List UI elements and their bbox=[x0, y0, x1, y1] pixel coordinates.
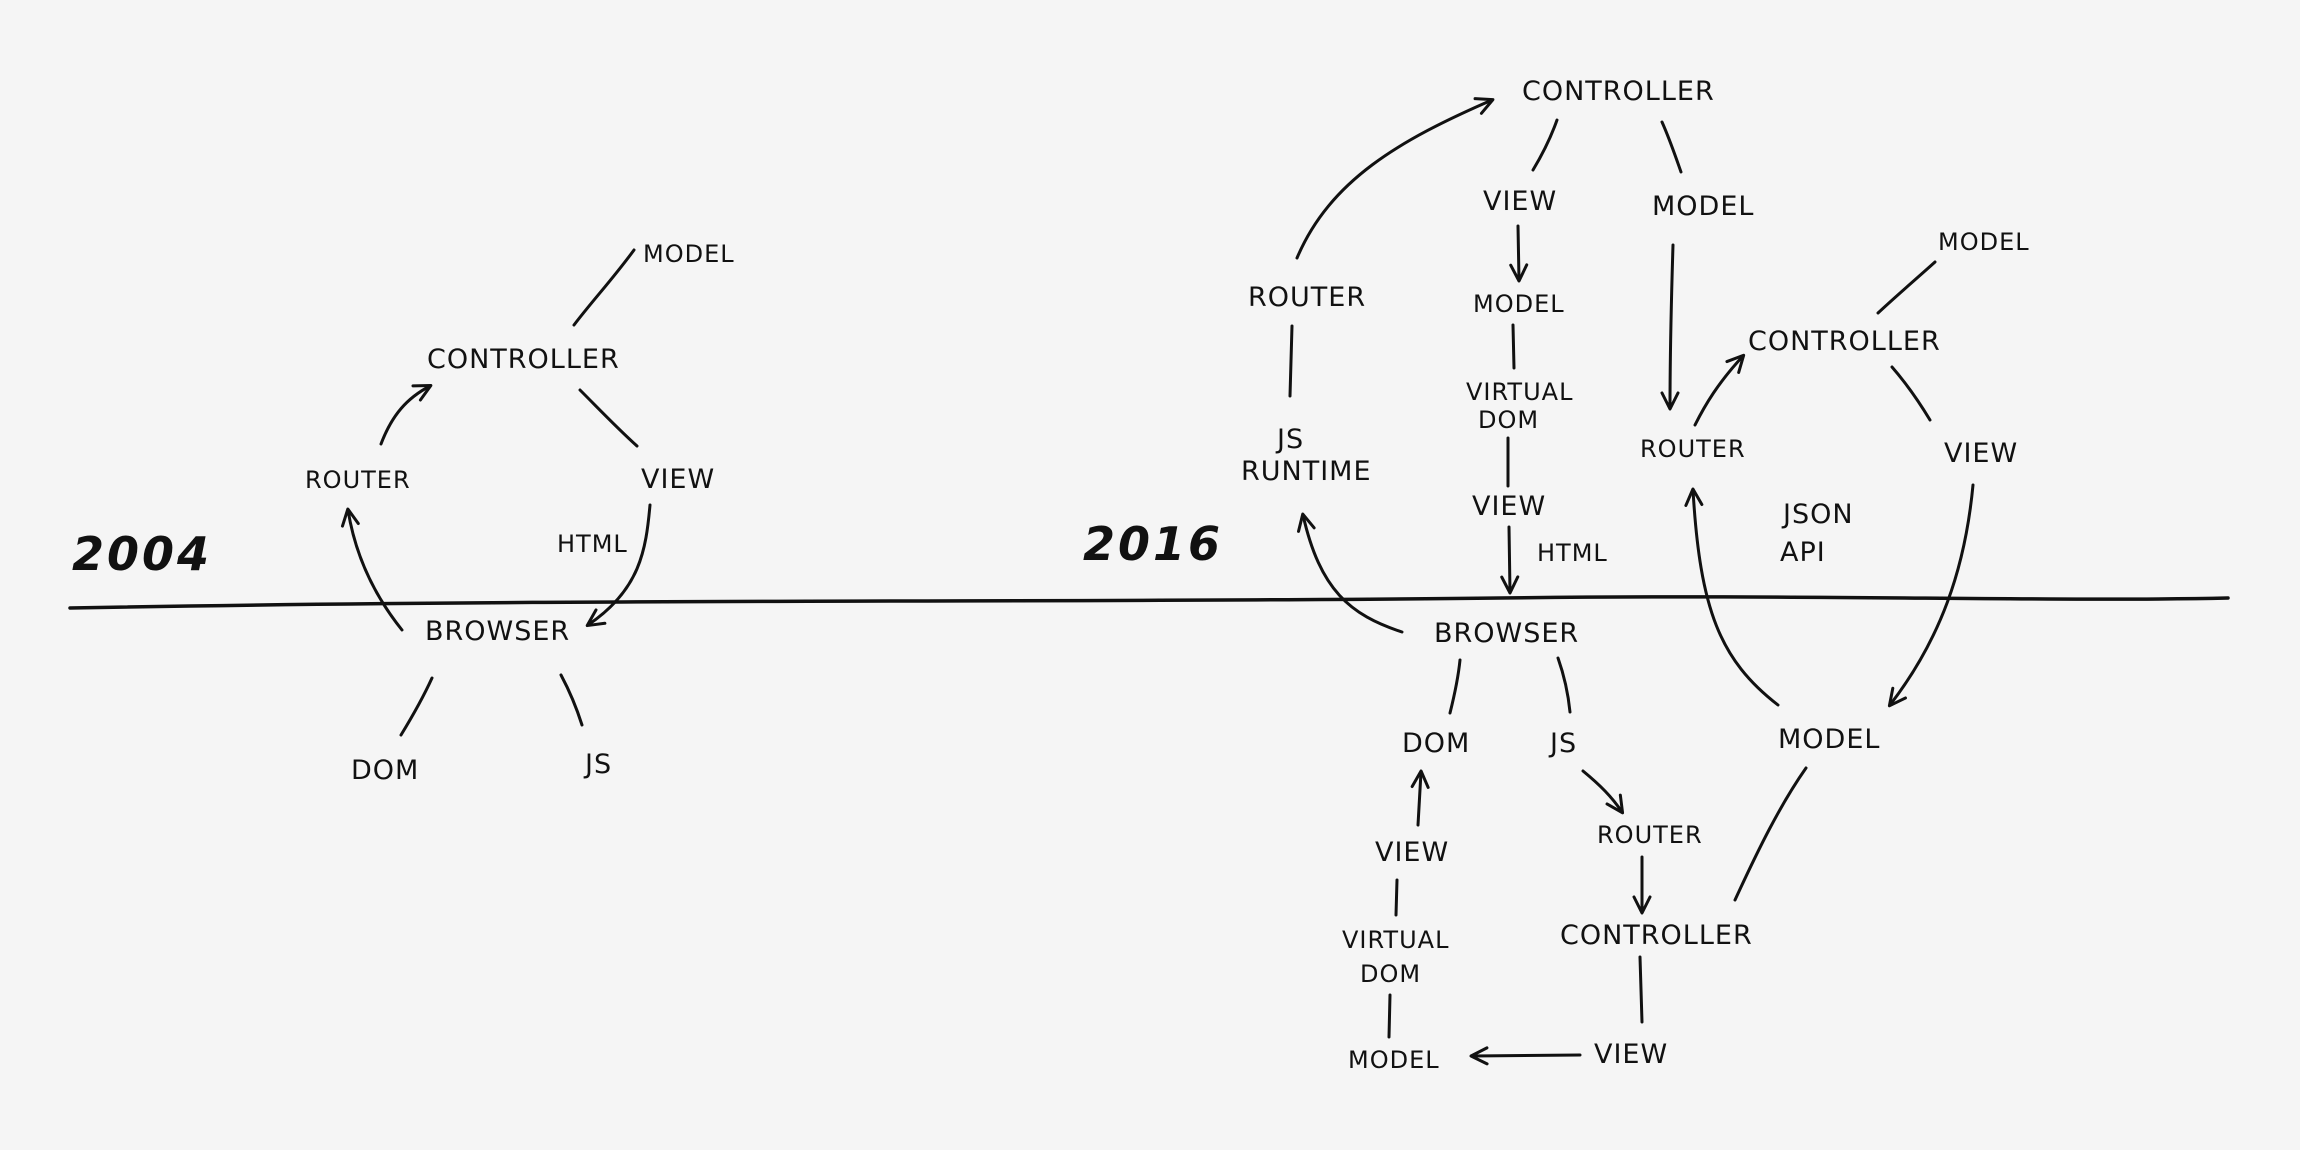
virtual-dom-bottom-line2: DOM bbox=[1360, 960, 1421, 988]
view-browser-arrow bbox=[585, 503, 652, 628]
virtual-dom-bottom-line1: VIRTUAL bbox=[1342, 926, 1449, 954]
browser-router-arrow bbox=[340, 507, 404, 632]
dom-2004-label: DOM bbox=[351, 755, 419, 786]
model-server-mid-label: MODEL bbox=[1473, 290, 1565, 318]
view-model-arrow bbox=[1509, 224, 1529, 283]
model-virtual-dom-connector bbox=[1511, 323, 1516, 370]
year-2004-label: 2004 bbox=[72, 527, 212, 581]
browser-dom-connector-2016 bbox=[1448, 658, 1462, 715]
js-2016-label: JS bbox=[1548, 728, 1577, 759]
html-2004-label: HTML bbox=[557, 530, 628, 558]
model-server-top-label: MODEL bbox=[1652, 191, 1754, 222]
router-controller-arrow-2016 bbox=[1295, 97, 1495, 260]
browser-js-connector bbox=[559, 673, 584, 727]
js-router-arrow bbox=[1581, 769, 1625, 815]
router-controller-arrow bbox=[379, 384, 433, 446]
js-runtime-line1: JS bbox=[1275, 424, 1304, 455]
view-2004-label: VIEW bbox=[641, 464, 715, 495]
browser-2016-label: BROWSER bbox=[1434, 618, 1579, 649]
view-model-arrow-bottom bbox=[1469, 1046, 1582, 1066]
view-server-label: VIEW bbox=[1483, 186, 1557, 217]
controller-view-connector-2016 bbox=[1531, 118, 1559, 172]
model-controller-connector bbox=[572, 248, 636, 327]
model-router-arrow bbox=[1660, 243, 1680, 411]
view-dom-label: VIEW bbox=[1375, 837, 1449, 868]
model-api-top-label: MODEL bbox=[1938, 228, 2030, 256]
model-controller-connector-bottom bbox=[1733, 766, 1808, 902]
view-browser-arrow-2016 bbox=[1500, 525, 1520, 595]
controller-api-label: CONTROLLER bbox=[1748, 326, 1941, 357]
controller-2004-label: CONTROLLER bbox=[427, 344, 620, 375]
json-api-line1: JSON bbox=[1781, 499, 1854, 530]
timeline-axis bbox=[68, 595, 2230, 610]
model-router-arrow-api bbox=[1684, 487, 1780, 707]
router-runtime-connector bbox=[1288, 324, 1294, 398]
router-2004-label: ROUTER bbox=[305, 466, 411, 494]
html-2016-label: HTML bbox=[1537, 539, 1608, 567]
router-controller-arrow-api bbox=[1693, 353, 1746, 427]
controller-view-connector bbox=[578, 388, 639, 448]
controller-model-connector-2016 bbox=[1660, 120, 1683, 174]
js-2004-label: JS bbox=[583, 749, 612, 780]
view-model-arrow-api bbox=[1887, 483, 1975, 708]
virtual-dom-server-line2: DOM bbox=[1478, 406, 1539, 434]
year-2016-label: 2016 bbox=[1083, 517, 1223, 571]
view-server-bottom-label: VIEW bbox=[1472, 491, 1546, 522]
router-client-label: ROUTER bbox=[1248, 282, 1366, 313]
browser-dom-connector bbox=[399, 676, 434, 737]
model-api-label: MODEL bbox=[1778, 724, 1880, 755]
controller-bottom-label: CONTROLLER bbox=[1560, 920, 1753, 951]
dom-2016-label: DOM bbox=[1402, 728, 1470, 759]
controller-view-connector-bottom bbox=[1638, 955, 1644, 1024]
controller-view-connector-api bbox=[1890, 365, 1932, 422]
virtual-dom-server-line1: VIRTUAL bbox=[1466, 378, 1573, 406]
controller-server-label: CONTROLLER bbox=[1522, 76, 1715, 107]
era-2004: 2004 MODEL CONTROLLER ROUTER VIEW HTML B… bbox=[72, 240, 735, 786]
browser-js-connector-2016 bbox=[1556, 656, 1572, 714]
view-bottom-label: VIEW bbox=[1594, 1039, 1668, 1070]
view-api-label: VIEW bbox=[1944, 438, 2018, 469]
js-runtime-line2: RUNTIME bbox=[1241, 456, 1372, 487]
browser-runtime-arrow bbox=[1297, 512, 1404, 634]
router-bottom-label: ROUTER bbox=[1597, 821, 1703, 849]
json-api-line2: API bbox=[1780, 537, 1826, 568]
model-2004-label: MODEL bbox=[643, 240, 735, 268]
router-api-label: ROUTER bbox=[1640, 435, 1746, 463]
browser-2004-label: BROWSER bbox=[425, 616, 570, 647]
view-dom-arrow bbox=[1410, 769, 1430, 827]
view-virtual-dom-connector bbox=[1394, 878, 1399, 917]
virtual-dom-model-connector bbox=[1387, 993, 1392, 1039]
model-top-controller-connector bbox=[1876, 260, 1937, 315]
era-2016: 2016 CONTROLLER VIEW MODEL MODEL VIRTUAL… bbox=[1083, 76, 2030, 1074]
model-bottom-label: MODEL bbox=[1348, 1046, 1440, 1074]
